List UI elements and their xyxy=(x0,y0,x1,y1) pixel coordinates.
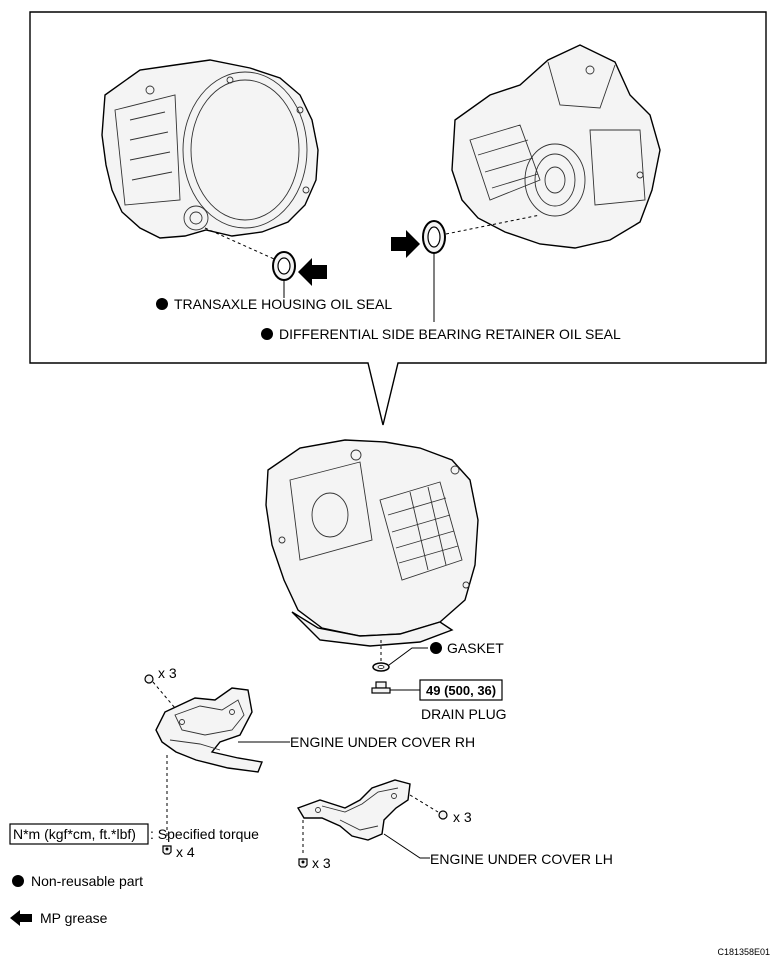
non-reusable-icon xyxy=(430,642,442,654)
assembled-transaxle-illustration xyxy=(265,439,479,647)
drain-plug-part xyxy=(371,681,391,694)
rh-top-bolt-qty: x 3 xyxy=(158,665,177,681)
legend-mp-grease: MP grease xyxy=(40,910,108,926)
bolt-icon xyxy=(438,810,448,820)
legend-non-reusable: Non-reusable part xyxy=(31,873,143,889)
legend-torque-units: N*m (kgf*cm, ft.*lbf) xyxy=(13,826,136,842)
torque-box xyxy=(419,679,503,701)
engine-under-cover-lh-part xyxy=(296,779,411,841)
transaxle-housing-illustration xyxy=(101,59,319,239)
rh-bottom-bolt-qty: x 4 xyxy=(176,844,195,860)
bolt-icon xyxy=(162,845,172,855)
figure-id: C181358E01 xyxy=(717,947,770,957)
differential-oil-seal-part xyxy=(422,220,446,254)
transaxle-case-illustration xyxy=(451,44,661,249)
engine-under-cover-rh-label: ENGINE UNDER COVER RH xyxy=(290,734,475,750)
differential-oil-seal-label: DIFFERENTIAL SIDE BEARING RETAINER OIL S… xyxy=(279,326,621,342)
gasket-label: GASKET xyxy=(447,640,504,656)
callout-frame xyxy=(29,11,767,426)
legend-torque-box xyxy=(9,823,149,845)
lh-bottom-bolt-qty: x 3 xyxy=(312,855,331,871)
transaxle-housing-oil-seal-label: TRANSAXLE HOUSING OIL SEAL xyxy=(174,296,392,312)
drain-plug-torque: 49 (500, 36) xyxy=(426,683,496,698)
grease-arrow-icon xyxy=(391,230,420,258)
bolt-icon xyxy=(298,858,308,868)
drain-plug-label: DRAIN PLUG xyxy=(421,706,507,722)
bolt-icon xyxy=(144,674,154,684)
transaxle-housing-oil-seal-part xyxy=(272,251,296,281)
grease-arrow-icon xyxy=(298,258,327,286)
lh-right-bolt-qty: x 3 xyxy=(453,809,472,825)
engine-under-cover-rh-part xyxy=(155,687,263,773)
legend-torque-desc: : Specified torque xyxy=(150,826,259,842)
grease-arrow-icon xyxy=(10,910,32,926)
non-reusable-icon xyxy=(156,298,168,310)
non-reusable-icon xyxy=(12,875,24,887)
engine-under-cover-lh-label: ENGINE UNDER COVER LH xyxy=(430,851,613,867)
non-reusable-icon xyxy=(261,328,273,340)
gasket-part xyxy=(372,662,390,672)
